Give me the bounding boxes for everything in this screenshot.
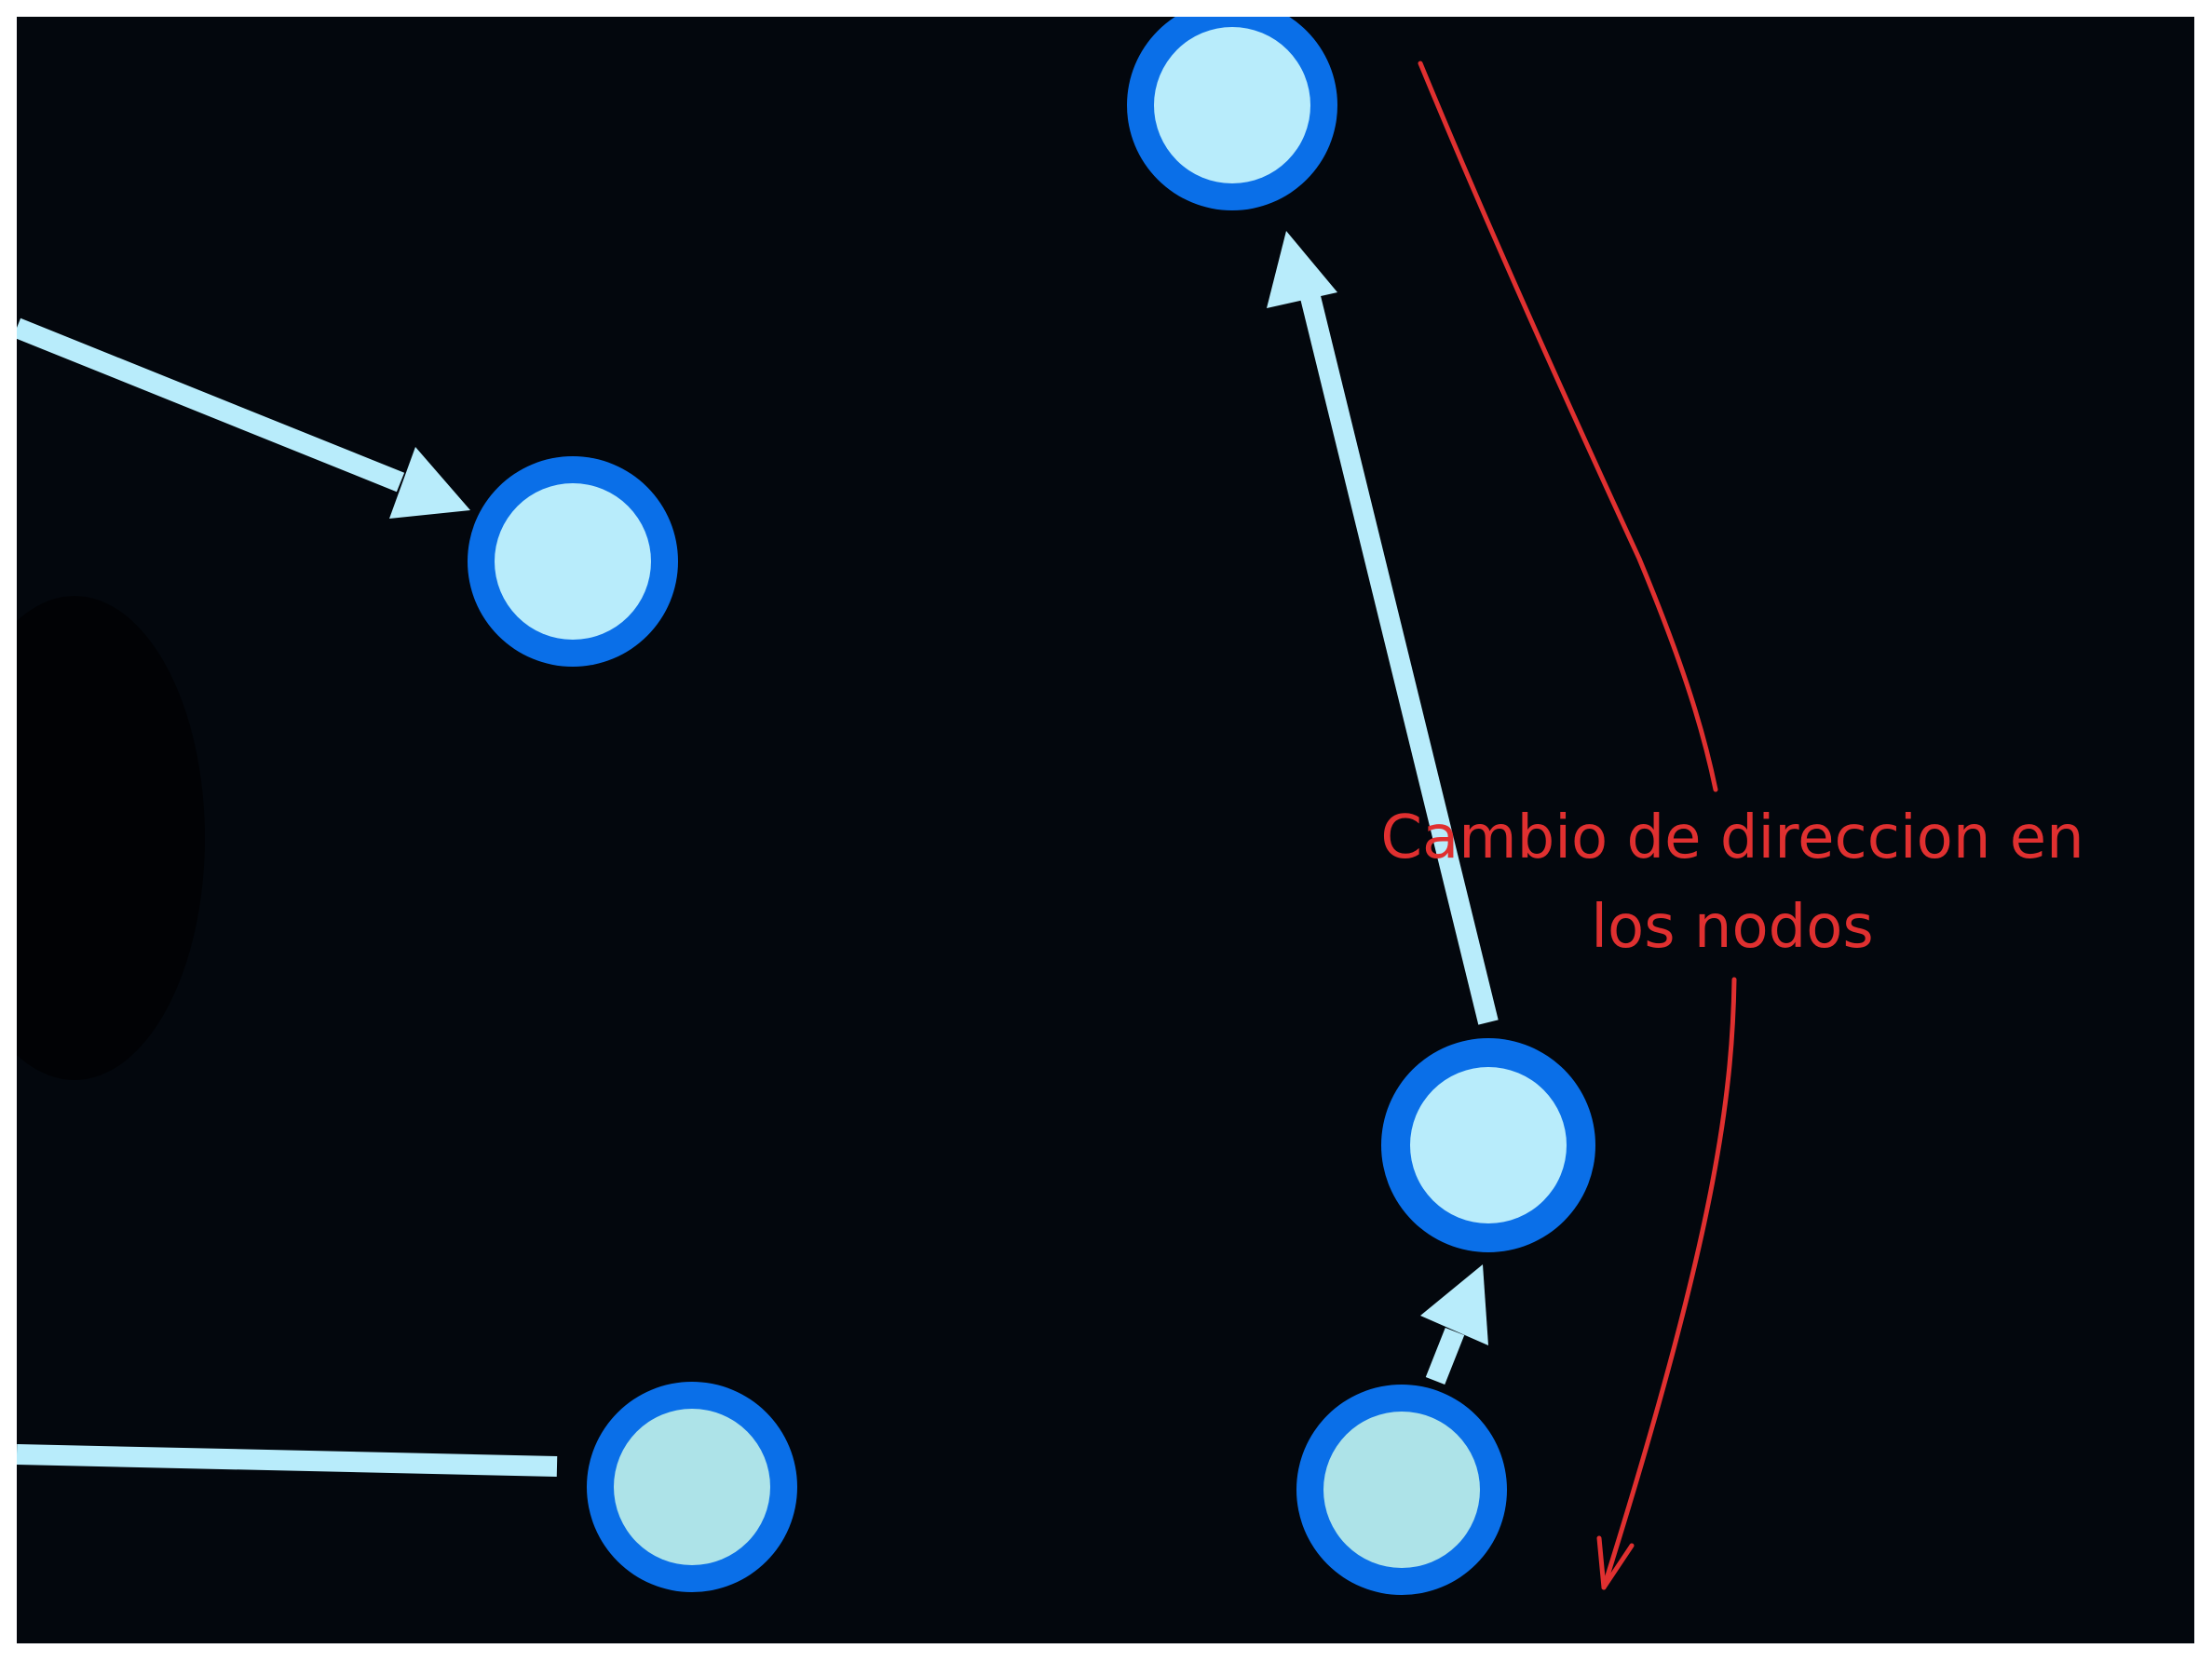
node-bottom-center[interactable] (587, 1382, 797, 1592)
node-bottom-right[interactable] (1296, 1385, 1507, 1595)
edge-into-bottom-center (17, 1444, 558, 1477)
diagram-canvas (17, 17, 2194, 1643)
annotation-arrow (1418, 61, 1737, 1590)
edge-into-left (17, 318, 470, 519)
node-left[interactable] (468, 456, 678, 667)
background-shadow (17, 596, 205, 1080)
edge-right-middle-to-top (1267, 231, 1499, 1025)
node-top[interactable] (1127, 0, 1337, 210)
annotation-label: Cambio de direccion en los nodos (1380, 804, 2084, 962)
edge-bottom-right-to-right-middle (1420, 1264, 1488, 1385)
node-right-middle[interactable] (1381, 1038, 1595, 1252)
